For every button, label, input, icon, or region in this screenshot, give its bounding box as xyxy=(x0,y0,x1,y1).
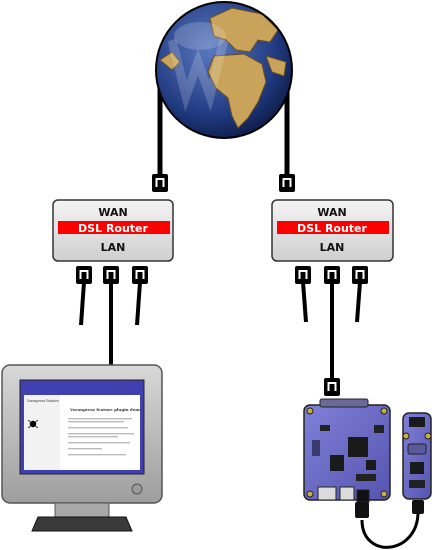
monitor-page-title: Voronpress feature plugin demo xyxy=(69,407,143,412)
cable-lan-stub-1a xyxy=(79,281,86,326)
router-2-lan-label: LAN xyxy=(320,241,345,254)
circuit-board-icon xyxy=(303,398,391,503)
lan-plug-router-1-b xyxy=(103,266,119,284)
board-usb-plug xyxy=(355,502,369,518)
wan-plug-router-2 xyxy=(279,174,295,192)
cable-lan-stub-2a xyxy=(301,281,308,323)
module-pcb xyxy=(402,412,432,500)
router-2: WAN DSL Router LAN xyxy=(271,199,394,262)
board-chip-small xyxy=(330,455,344,471)
router-1-name-bg xyxy=(58,221,170,234)
router-2-name-bg xyxy=(277,221,389,234)
bug-icon xyxy=(27,419,39,429)
board-connector-bottom-3 xyxy=(356,489,370,503)
lan-plug-router-2-a xyxy=(295,266,311,284)
router-2-name: DSL Router xyxy=(297,222,367,235)
lan-plug-router-2-b xyxy=(324,266,340,284)
router-1: WAN DSL Router LAN xyxy=(52,199,174,262)
lan-plug-router-2-c xyxy=(352,266,368,284)
router-1-wan-label: WAN xyxy=(98,206,127,219)
lan-plug-router-1-c xyxy=(132,266,148,284)
monitor-screen-sidebar xyxy=(24,395,60,470)
globe-icon xyxy=(155,1,293,139)
board-header-top xyxy=(319,398,369,408)
board-connector-bottom-2 xyxy=(339,486,355,501)
cable-board-to-module xyxy=(360,511,420,549)
board-chip-main xyxy=(348,437,368,457)
monitor-page-lines xyxy=(68,418,134,456)
router-1-lan-label: LAN xyxy=(101,241,126,254)
router-1-name: DSL Router xyxy=(78,222,148,235)
monitor-power-button xyxy=(131,483,143,495)
board-connector-bottom-1 xyxy=(317,486,337,501)
cable-lan-stub-1c xyxy=(135,281,142,326)
router-2-wan-label: WAN xyxy=(317,206,346,219)
board-ethernet-plug xyxy=(324,378,340,396)
monitor-base xyxy=(31,516,133,532)
cable-lan-stub-2c xyxy=(355,281,362,323)
side-module-icon xyxy=(402,412,432,514)
monitor-neck xyxy=(54,502,110,518)
monitor-sidebar-title: Voronpress Feature xyxy=(26,399,59,403)
monitor-icon: Voronpress Feature Voronpress feature pl… xyxy=(1,364,163,532)
lan-plug-router-1-a xyxy=(76,266,92,284)
wan-plug-router-1 xyxy=(152,174,168,192)
